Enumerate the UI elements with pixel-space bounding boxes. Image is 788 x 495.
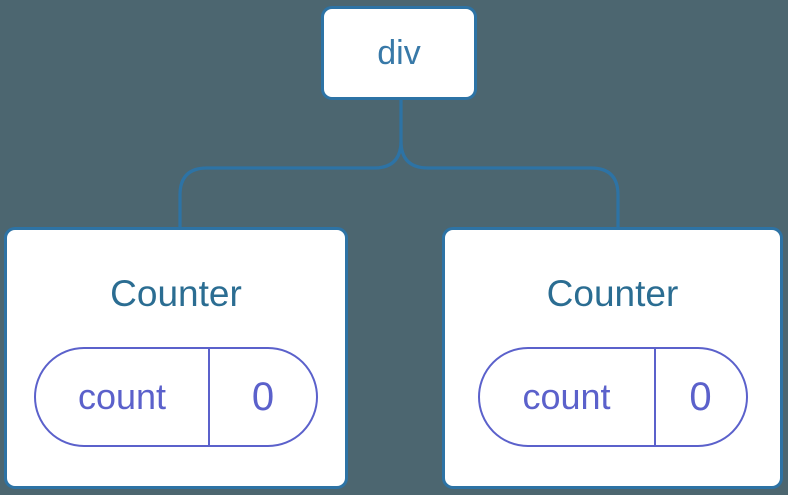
root-node-label: div: [377, 33, 421, 72]
state-pill: count 0: [34, 347, 318, 447]
state-name: count: [36, 349, 210, 445]
counter-title: Counter: [546, 273, 679, 314]
counter-card-left: Counter count 0: [4, 227, 348, 489]
state-value: 0: [251, 374, 275, 419]
state-pill: count 0: [477, 347, 748, 447]
root-node-div: div: [321, 6, 477, 100]
state-name: count: [480, 349, 656, 445]
state-value: 0: [689, 374, 712, 419]
counter-title: Counter: [110, 273, 242, 314]
connector-right-branch: [399, 140, 620, 229]
counter-card-right: Counter count 0: [442, 227, 783, 489]
connector-left-branch: [178, 99, 403, 229]
